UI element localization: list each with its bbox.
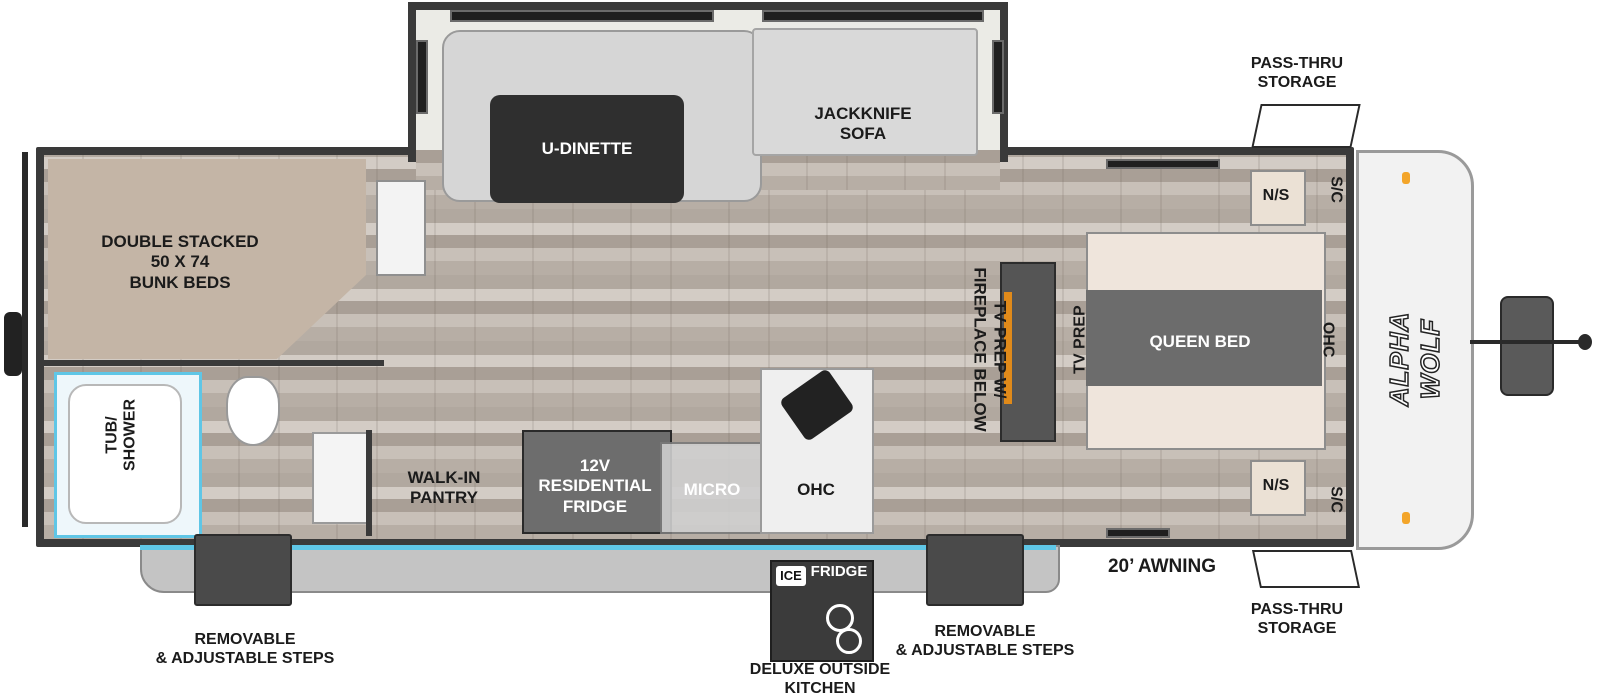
bath-sink <box>312 432 368 524</box>
hitch-jack <box>1500 296 1554 396</box>
front-cap <box>1356 150 1474 550</box>
bedroom-window-top <box>1106 159 1220 169</box>
front-cap-light-bottom <box>1402 512 1410 524</box>
steps-left <box>194 534 292 606</box>
bunk-ladder <box>376 180 426 276</box>
fireplace-glow <box>1004 292 1012 404</box>
residential-fridge <box>522 430 672 534</box>
jackknife-sofa <box>752 28 978 156</box>
toilet <box>226 376 280 446</box>
nightstand-bottom <box>1250 460 1306 516</box>
outside-kitchen-label: DELUXE OUTSIDE KITCHEN <box>749 661 891 698</box>
pass-thru-bottom-label: PASS-THRU STORAGE <box>1250 601 1344 638</box>
tv-prep-fireplace-label: TV PREP W/ FIREPLACE BELOW <box>971 267 1010 432</box>
jackknife-sofa-label: JACKKNIFE SOFA <box>814 104 912 144</box>
tub-basin <box>68 384 182 524</box>
awning-rail <box>140 545 1060 593</box>
bunk-beds-label: DOUBLE STACKED 50 X 74 BUNK BEDS <box>101 232 259 292</box>
steps-right-label: REMOVABLE & ADJUSTABLE STEPS <box>895 623 1075 660</box>
nightstand-top <box>1250 170 1306 226</box>
bedroom-window-bottom <box>1106 528 1170 538</box>
awning-accent <box>140 545 1056 550</box>
u-dinette-table <box>490 95 684 203</box>
steps-right <box>926 534 1024 606</box>
pass-thru-storage-bottom <box>1251 550 1361 588</box>
tub-shower-label: TUB/ SHOWER <box>103 399 139 471</box>
spare-tire <box>4 312 22 376</box>
brand-logo: ALPHA WOLF <box>1383 311 1446 407</box>
awning-label: 20’ AWNING <box>1107 556 1217 577</box>
pantry-wall <box>366 430 372 536</box>
slide-window-side-right <box>992 40 1004 114</box>
micro-label: MICRO <box>683 480 741 499</box>
slide-window-2 <box>762 10 984 22</box>
ohc-bedroom-label: OHC <box>1319 321 1337 358</box>
walk-in-pantry-label: WALK-IN PANTRY <box>407 468 481 508</box>
slide-window-side-left <box>416 40 428 114</box>
ns-bottom-label: N/S <box>1262 477 1290 494</box>
u-dinette-label: U-DINETTE <box>541 139 633 158</box>
steps-left-label: REMOVABLE & ADJUSTABLE STEPS <box>155 631 335 668</box>
hitch-coupler <box>1578 334 1592 350</box>
pass-thru-storage-top <box>1251 104 1361 148</box>
slide-window-1 <box>450 10 714 22</box>
sc-bottom-label: S/C <box>1327 486 1345 513</box>
outside-kitchen-ice: ICE <box>776 566 806 586</box>
stove-micro <box>660 442 768 534</box>
pass-thru-top-label: PASS-THRU STORAGE <box>1250 55 1344 92</box>
ohc-kitchen-label: OHC <box>797 480 835 499</box>
queen-bed-band <box>1086 290 1322 386</box>
outside-kitchen-fridge: FRIDGE <box>810 563 868 580</box>
sc-top-label: S/C <box>1327 176 1345 203</box>
rear-bumper <box>22 152 28 527</box>
bath-wall <box>44 360 384 366</box>
tv-prep-label: TV PREP <box>1071 305 1089 374</box>
front-cap-light-top <box>1402 172 1410 184</box>
residential-fridge-label: 12V RESIDENTIAL FRIDGE <box>538 456 652 516</box>
queen-bed-label: QUEEN BED <box>1149 332 1251 351</box>
hitch-tongue <box>1470 340 1580 344</box>
ns-top-label: N/S <box>1262 187 1290 204</box>
outside-kitchen-burner-2 <box>836 628 862 654</box>
